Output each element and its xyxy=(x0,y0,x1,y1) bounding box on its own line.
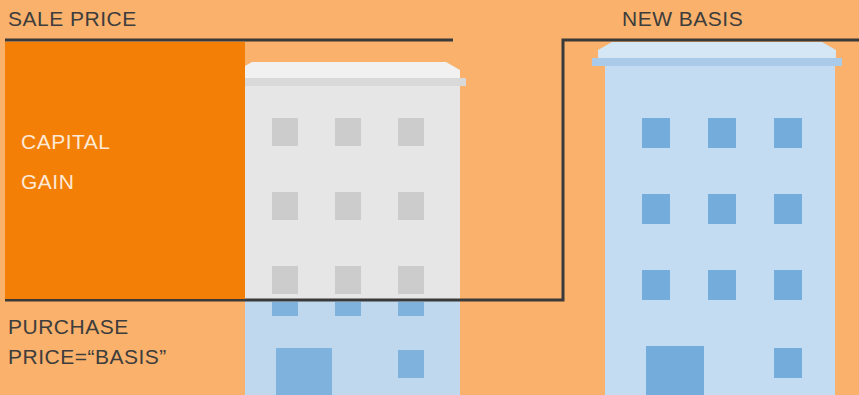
price-label: PURCHASE PRICE=“BASIS” xyxy=(8,312,218,372)
price-label: NEW BASIS xyxy=(622,4,822,34)
gain-block: CAPITAL GAIN xyxy=(5,42,245,299)
new-building xyxy=(592,42,842,395)
block-label: CAPITAL GAIN xyxy=(21,122,151,202)
price-label: SALE PRICE xyxy=(8,4,308,34)
old-building xyxy=(232,62,466,395)
basis-line xyxy=(5,40,859,300)
